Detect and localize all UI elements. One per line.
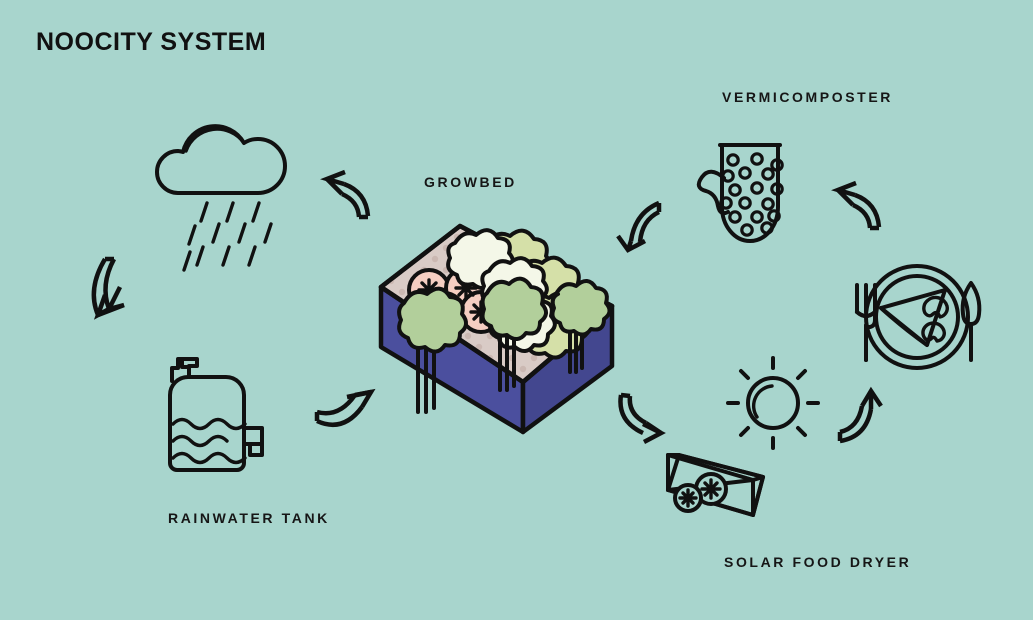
page-title: NOOCITY SYSTEM	[36, 28, 267, 56]
label-growbed: GROWBED	[424, 174, 517, 190]
label-vermicomposter: VERMICOMPOSTER	[722, 89, 893, 105]
label-rainwater-tank: RAINWATER TANK	[168, 510, 330, 526]
label-solar-food-dryer: SOLAR FOOD DRYER	[724, 554, 912, 570]
growbed-plants	[397, 228, 612, 414]
